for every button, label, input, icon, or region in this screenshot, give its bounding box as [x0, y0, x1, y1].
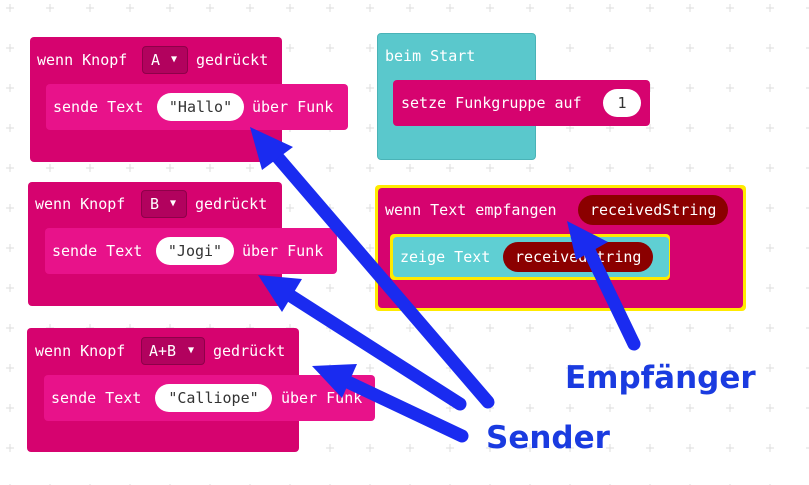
receive-label: wenn Text empfangen — [385, 201, 557, 219]
arrow-receiver — [577, 233, 641, 351]
arrow-sender-to-ab — [326, 368, 469, 443]
sender-annotation: Sender — [486, 420, 610, 456]
send-suffix: über Funk — [252, 98, 334, 116]
event-label: wenn Knopf — [35, 342, 126, 360]
event-label: wenn Knopf — [37, 51, 128, 69]
receiver-annotation: Empfänger — [565, 360, 756, 396]
arrow-head — [567, 221, 608, 260]
received-string-param[interactable]: receivedString — [578, 195, 729, 225]
caret-down-icon: ▼ — [170, 198, 177, 209]
arrow-head — [312, 364, 357, 398]
arrow-sender-to-a — [261, 139, 495, 409]
button-dropdown[interactable]: B ▼ — [141, 190, 187, 218]
send-label: sende Text — [51, 389, 142, 407]
group-value[interactable]: 1 — [603, 89, 641, 117]
event-suffix: gedrückt — [195, 195, 268, 213]
text-value[interactable]: "Jogi" — [156, 237, 234, 265]
send-label: sende Text — [52, 242, 143, 260]
on-start-label: beim Start — [385, 47, 476, 65]
set-group-label: setze Funkgruppe auf — [401, 94, 582, 112]
send-label: sende Text — [53, 98, 144, 116]
text-value[interactable]: "Calliope" — [155, 384, 272, 412]
caret-down-icon: ▼ — [188, 345, 195, 356]
event-label: wenn Knopf — [35, 195, 126, 213]
arrow-sender-to-b — [273, 282, 467, 411]
arrow-head — [250, 127, 293, 170]
text-value[interactable]: "Hallo" — [157, 93, 244, 121]
event-suffix: gedrückt — [213, 342, 286, 360]
arrow-head — [258, 275, 302, 312]
send-suffix: über Funk — [242, 242, 324, 260]
button-dropdown[interactable]: A+B ▼ — [141, 337, 205, 365]
show-label: zeige Text — [400, 248, 491, 266]
button-dropdown[interactable]: A ▼ — [142, 46, 188, 74]
event-suffix: gedrückt — [196, 51, 269, 69]
caret-down-icon: ▼ — [171, 54, 178, 65]
